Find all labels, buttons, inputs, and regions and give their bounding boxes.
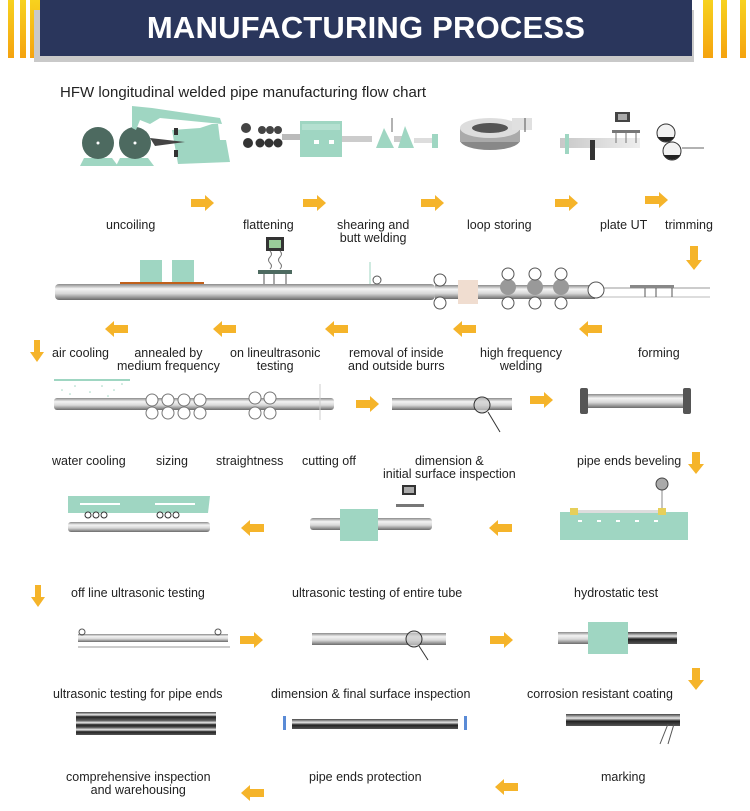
step-label-inspection-warehousing: comprehensive inspection and warehousing: [66, 770, 211, 797]
step-label-loop-storing: loop storing: [467, 218, 532, 232]
flow-chart-subtitle: HFW longitudinal welded pipe manufacturi…: [60, 84, 427, 101]
pipe-end-ut-illustration: [78, 628, 230, 648]
header-stripe: [20, 0, 26, 58]
final-inspection-illustration: [312, 630, 446, 661]
header-stripe: [8, 0, 14, 58]
step-label-trimming: trimming: [665, 218, 713, 232]
coating-illustration: [558, 622, 677, 654]
step-label-coating: corrosion resistant coating: [527, 687, 673, 701]
step-label-flattening: flattening: [243, 218, 294, 232]
warehouse-pipes-illustration: [76, 712, 216, 735]
step-label-pipe-ends-protection: pipe ends protection: [309, 770, 422, 784]
step-label-annealing: annealed by medium frequency: [117, 346, 220, 373]
page-title: MANUFACTURING PROCESS: [146, 10, 586, 45]
step-label-initial-inspection: dimension & initial surface inspection: [383, 454, 516, 481]
step-label-pipe-ends-beveling: pipe ends beveling: [577, 454, 682, 468]
offline-ut-illustration: [68, 496, 210, 532]
header-stripe: [703, 0, 713, 58]
trimming-illustration: [656, 123, 704, 161]
forming-line-illustration: [55, 237, 710, 310]
step-label-air-cooling: air cooling: [52, 346, 109, 360]
step-label-burr-removal: removal of inside and outside burrs: [348, 346, 445, 373]
initial-inspection-illustration: [392, 396, 512, 433]
step-label-pipe-ends-ut: ultrasonic testing for pipe ends: [53, 687, 223, 701]
step-label-cutting-off: cutting off: [302, 454, 356, 468]
step-label-final-inspection: dimension & final surface inspection: [271, 687, 471, 701]
beveled-pipe-illustration: [580, 388, 691, 414]
step-label-straightness: straightness: [216, 454, 284, 468]
flattener-illustration: [132, 106, 230, 164]
uncoiler-illustration: [80, 127, 154, 166]
protected-pipe-illustration: [283, 716, 467, 730]
step-label-sizing: sizing: [156, 454, 188, 468]
step-label-plate-ut: plate UT: [600, 218, 648, 232]
step-label-offline-ut: off line ultrasonic testing: [71, 586, 205, 600]
step-label-uncoiling: uncoiling: [106, 218, 156, 232]
header-stripe: [740, 0, 746, 58]
step-label-online-ut: on lineultrasonic testing: [230, 346, 321, 373]
cooling-sizing-illustration: [54, 379, 334, 420]
marking-illustration: [566, 714, 680, 745]
step-label-marking: marking: [601, 770, 646, 784]
plate-ut-illustration: [560, 112, 640, 160]
hydrostatic-test-illustration: [560, 477, 688, 540]
step-label-hf-welding: high frequency welding: [480, 346, 563, 373]
entire-tube-ut-illustration: [310, 485, 432, 541]
step-label-forming: forming: [638, 346, 680, 360]
step-label-hydrostatic-test: hydrostatic test: [574, 586, 659, 600]
shearing-illustration: [241, 118, 438, 157]
loop-storage-illustration: [460, 118, 532, 150]
header-stripe: [721, 0, 727, 58]
step-label-water-cooling: water cooling: [52, 454, 126, 468]
header-banner: MANUFACTURING PROCESS: [40, 0, 692, 56]
step-label-shearing-butt-welding: shearing and butt welding: [337, 218, 410, 245]
step-label-entire-tube-ut: ultrasonic testing of entire tube: [292, 586, 463, 600]
